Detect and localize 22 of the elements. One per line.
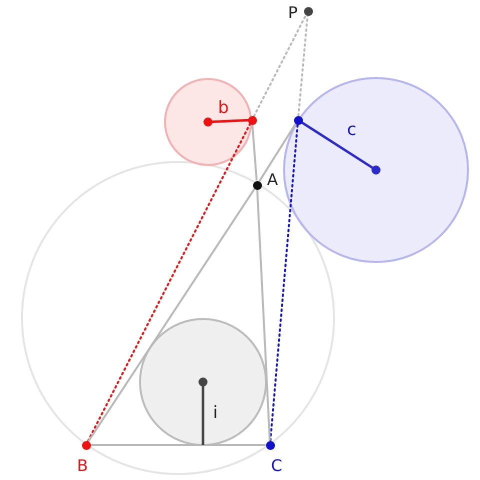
dotted-line	[87, 123, 251, 442]
radius-label: b	[218, 100, 229, 117]
line-segment	[258, 123, 296, 182]
line-segment	[256, 189, 271, 441]
dotted-line	[269, 123, 299, 442]
point-label: B	[77, 458, 88, 474]
point-label: A	[267, 172, 278, 188]
line-segment	[90, 444, 266, 446]
point-label: C	[271, 458, 282, 474]
line-segment	[251, 124, 258, 181]
point-dot	[304, 6, 312, 16]
point-dot	[294, 116, 302, 124]
radius-label: i	[213, 405, 218, 422]
radius-label: c	[347, 122, 356, 139]
point-label: P	[288, 5, 298, 21]
point-dot	[266, 440, 274, 450]
point-dot	[248, 116, 256, 124]
dotted-line	[253, 14, 307, 117]
point-dot	[82, 440, 90, 450]
line-segment	[88, 188, 256, 442]
point-dot	[252, 180, 262, 190]
dotted-line	[297, 14, 309, 117]
